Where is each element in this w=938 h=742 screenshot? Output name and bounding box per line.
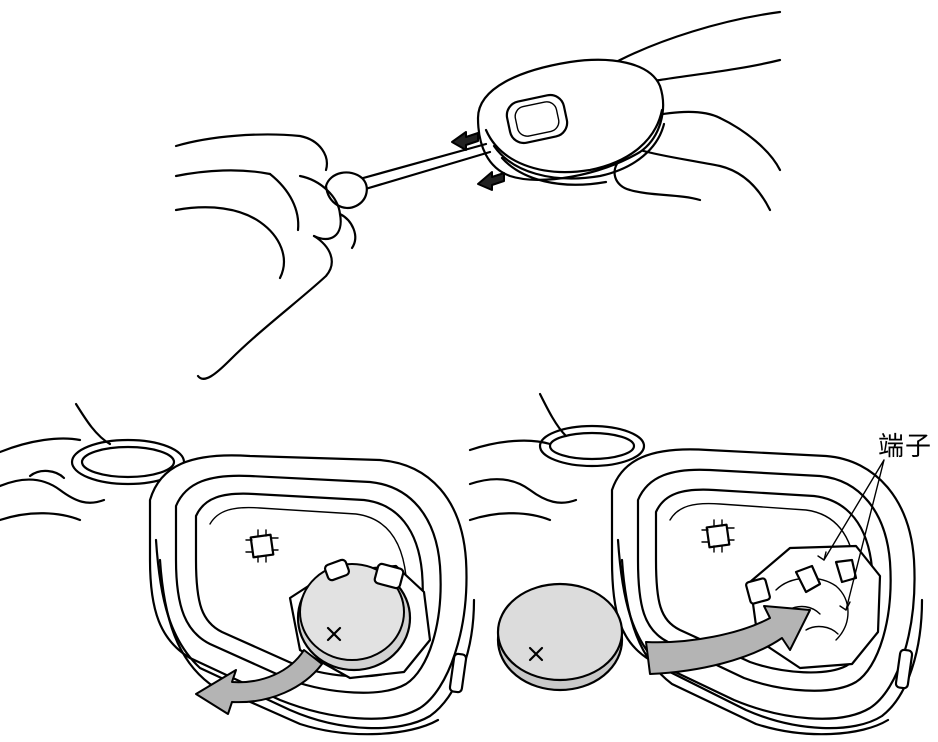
terminal-label: 端子 [878,432,933,462]
lift-arrow-icon [195,649,323,715]
key-fob-open-icon [148,454,476,736]
callout-arrowheads [817,551,851,611]
screwdriver-icon [324,142,492,210]
remove-arrow-icon [645,605,811,675]
circuit-chip-icon [245,529,279,563]
circuit-chip-icon-2 [701,519,735,553]
pry-arrows-icon [451,131,505,191]
coin-battery-installed-icon [296,558,412,672]
key-fob-closed-icon [476,58,666,186]
prying-scene [174,10,782,380]
coin-battery-removed-icon [496,582,624,692]
hand-holding-ring-icon [0,402,186,522]
left-hand-icon [174,133,357,380]
hand-holding-ring-icon-2 [468,392,646,522]
fob-open-with-battery [0,402,476,736]
fob-open-battery-removed [468,392,924,736]
terminal-callout-lines [823,459,885,611]
